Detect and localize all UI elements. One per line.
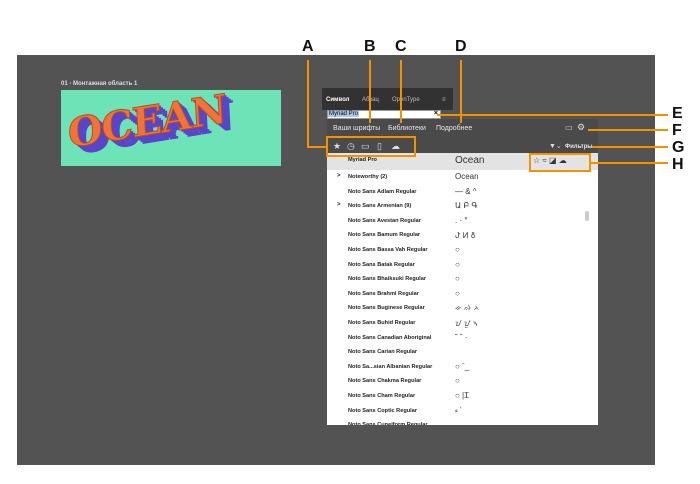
font-sample: ᨀ ᨁ ᨂ [455, 303, 480, 313]
font-name: Noto Sans Adlam Regular [348, 188, 417, 195]
filters-label[interactable]: Фильтры [565, 144, 593, 150]
font-name: Myriad Pro [348, 157, 377, 163]
tab-opentype[interactable]: OpenType [392, 97, 420, 103]
clock-icon[interactable]: ◷ [347, 141, 355, 151]
font-row[interactable]: Noto Sans Canadian Aboriginal ˘ ˇ · [327, 331, 598, 346]
ocean-text-art[interactable]: OCEAN [66, 90, 228, 158]
gear-icon[interactable]: ⚙ [577, 122, 586, 132]
callout-box-h [529, 153, 591, 172]
panel-header: Символ Абзац OpenType ≡ [322, 88, 453, 110]
font-sample: . · ° [455, 215, 468, 225]
font-name: Noto Sans Cuneiform Regular [348, 422, 428, 425]
font-row[interactable]: Noto Sans Brahmi Regular ○ [327, 287, 598, 302]
font-name: Noto Sans Carian Regular [348, 349, 418, 356]
tab-your-fonts[interactable]: Ваши шрифты [333, 125, 381, 132]
callout-c: C [395, 38, 407, 55]
callout-box-a [326, 136, 416, 157]
artboard[interactable]: OCEAN [61, 90, 281, 166]
expand-chevron-icon[interactable]: > [337, 202, 341, 209]
font-sample: ○ |Ꮖ [455, 391, 470, 400]
comment-icon[interactable]: ▭ [565, 123, 573, 132]
font-search-input[interactable]: Myriad Pro× [327, 110, 441, 119]
font-name: Noto Sans Avestan Regular [348, 217, 421, 224]
font-row[interactable]: Noto Sans Coptic Regular ⸗ ʼ [327, 404, 598, 419]
font-row[interactable]: Noto Sans Batak Regular ○ [327, 258, 598, 273]
callout-e: E [672, 105, 683, 122]
star-icon[interactable]: ★ [333, 141, 342, 151]
font-name: Noto Sans Coptic Regular [348, 407, 417, 414]
font-name: Noto Sans Canadian Aboriginal [348, 334, 432, 341]
font-sample: ○ ˉ_ [455, 361, 470, 371]
font-row[interactable]: Noto Sans Adlam Regular — & ^ [327, 185, 598, 200]
font-name: Noto Sa...sian Albanian Regular [348, 363, 433, 370]
callout-h: H [672, 156, 684, 173]
scrollbar[interactable] [585, 211, 589, 221]
monitor-icon[interactable]: ▭ [361, 141, 370, 151]
font-row[interactable]: Noto Sans Avestan Regular . · ° [327, 214, 598, 229]
tab-libraries[interactable]: Библиотеки [388, 125, 426, 132]
font-name: Noto Sans Chakma Regular [348, 378, 422, 385]
font-name: Noto Sans Cham Regular [348, 393, 416, 399]
font-row[interactable]: Noto Sans Bamum Regular ꚠ ꚡ ꚢ [327, 228, 598, 243]
font-sample: ○ [455, 376, 460, 386]
tab-more[interactable]: Подробнее [436, 125, 473, 132]
font-sample: ○ [455, 259, 460, 269]
font-panel: Ваши шрифты Библиотеки Подробнее ▭ ⚙ ★ ◷… [327, 119, 598, 425]
font-row[interactable]: Noto Sans Bhaiksuki Regular ○ [327, 272, 598, 287]
font-sample: ○ [455, 288, 460, 298]
font-sample: ○ [455, 245, 460, 254]
document-icon[interactable]: ▯ [377, 141, 382, 151]
font-row[interactable]: Noto Sans Bassa Vah Regular ○ [327, 243, 598, 258]
font-row[interactable]: Noto Sans Carian Regular [327, 345, 598, 360]
font-sample: ⸗ ʼ [455, 405, 462, 415]
font-sample: ꚠ ꚡ ꚢ [455, 231, 476, 241]
callout-a: A [302, 38, 314, 55]
clear-icon[interactable]: × [433, 110, 438, 117]
filter-icon[interactable]: ▼⌄ [549, 143, 562, 150]
cloud-icon[interactable]: ☁ [391, 141, 400, 151]
font-row[interactable]: > Noteworthy (2) Ocean [327, 170, 598, 185]
callout-d: D [455, 38, 467, 55]
font-row[interactable]: Noto Sans Buginese Regular ᨀ ᨁ ᨂ [327, 301, 598, 316]
font-name: Noto Sans Armenian (9) [348, 203, 412, 210]
callout-f: F [672, 122, 682, 139]
panel-menu-icon[interactable]: ≡ [442, 97, 446, 103]
expand-chevron-icon[interactable]: > [337, 173, 341, 179]
font-name: Noto Sans Batak Regular [348, 261, 415, 268]
callout-g: G [672, 139, 685, 156]
callout-b: B [364, 38, 376, 55]
row-action-icons[interactable]: ☆ ≈ ◪ ☁ [533, 156, 567, 165]
font-sample: Ա Բ Գ [455, 201, 478, 211]
font-sample: — & ^ [455, 186, 477, 196]
font-name: Noto Sans Buhid Regular [348, 320, 416, 326]
font-row[interactable]: Noto Sans Buhid Regular ᝀ ᝁ ᝂ [327, 316, 598, 331]
font-sample: Ocean [455, 172, 479, 181]
font-row[interactable]: Noto Sans Cuneiform Regular [327, 418, 598, 425]
font-sample: Ocean [455, 155, 485, 166]
font-row[interactable]: Noto Sa...sian Albanian Regular ○ ˉ_ [327, 360, 598, 375]
font-name: Noto Sans Brahmi Regular [348, 290, 419, 297]
font-sample: ○ [455, 274, 460, 284]
artboard-label: 01 - Монтажная область 1 [61, 81, 138, 87]
font-row[interactable]: Noto Sans Chakma Regular ○ [327, 374, 598, 389]
font-sample: ˘ ˇ · [455, 332, 468, 342]
tab-character[interactable]: Символ [326, 97, 350, 103]
font-name: Noto Sans Bassa Vah Regular [348, 247, 428, 253]
font-name: Noto Sans Bamum Regular [348, 232, 421, 239]
font-row[interactable]: Noto Sans Cham Regular ○ |Ꮖ [327, 389, 598, 404]
font-row[interactable]: > Noto Sans Armenian (9) Ա Բ Գ [327, 199, 598, 214]
font-name: Noto Sans Buginese Regular [348, 305, 425, 312]
font-name: Noteworthy (2) [348, 174, 388, 180]
font-sample: ᝀ ᝁ ᝂ [455, 319, 478, 328]
font-name: Noto Sans Bhaiksuki Regular [348, 276, 427, 283]
